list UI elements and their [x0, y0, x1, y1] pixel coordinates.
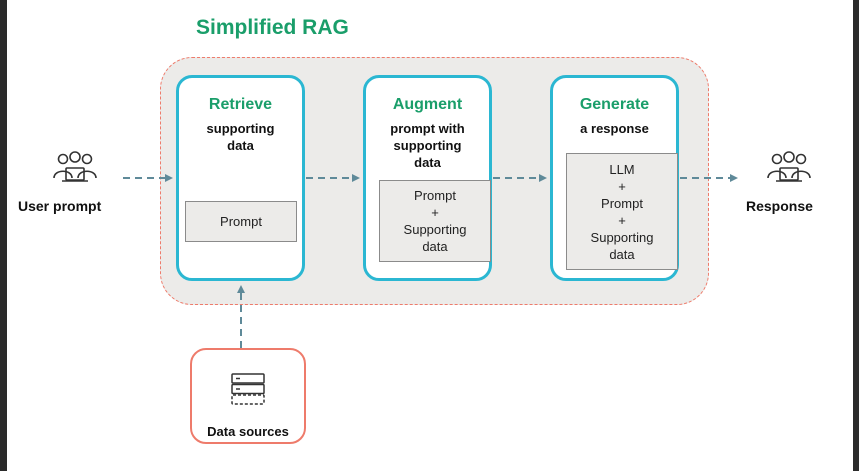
stage-retrieve-title: Retrieve: [208, 96, 273, 113]
stage-generate: Generate a response LLM + Prompt + Suppo…: [550, 75, 679, 281]
flow-arrows: [123, 174, 738, 348]
diagram-canvas: Simplified RAG Retrieve supporting data …: [7, 0, 853, 471]
stage-augment-title: Augment: [392, 96, 463, 113]
stage-retrieve-subtitle: supporting data: [206, 121, 275, 153]
stage-generate-title: Generate: [579, 96, 650, 113]
users-laptop-icon: [53, 151, 97, 182]
stage-retrieve-box: Prompt: [185, 201, 297, 242]
stage-generate-box: LLM + Prompt + Supporting data: [566, 153, 678, 270]
users-laptop-icon: [767, 151, 811, 182]
stage-augment-subtitle: prompt with supporting data: [390, 121, 465, 170]
user-prompt-label: User prompt: [18, 198, 102, 214]
stage-generate-subtitle: a response: [580, 121, 649, 136]
data-sources-box: Data sources: [190, 348, 306, 444]
stage-augment: Augment prompt with supporting data Prom…: [363, 75, 492, 281]
response-label: Response: [746, 198, 813, 214]
database-icon: [231, 373, 265, 405]
stage-augment-box: Prompt + Supporting data: [379, 180, 491, 262]
diagram-title: Simplified RAG: [196, 16, 349, 39]
data-sources-label: Data sources: [207, 424, 289, 439]
stage-retrieve: Retrieve supporting data Prompt: [176, 75, 305, 281]
